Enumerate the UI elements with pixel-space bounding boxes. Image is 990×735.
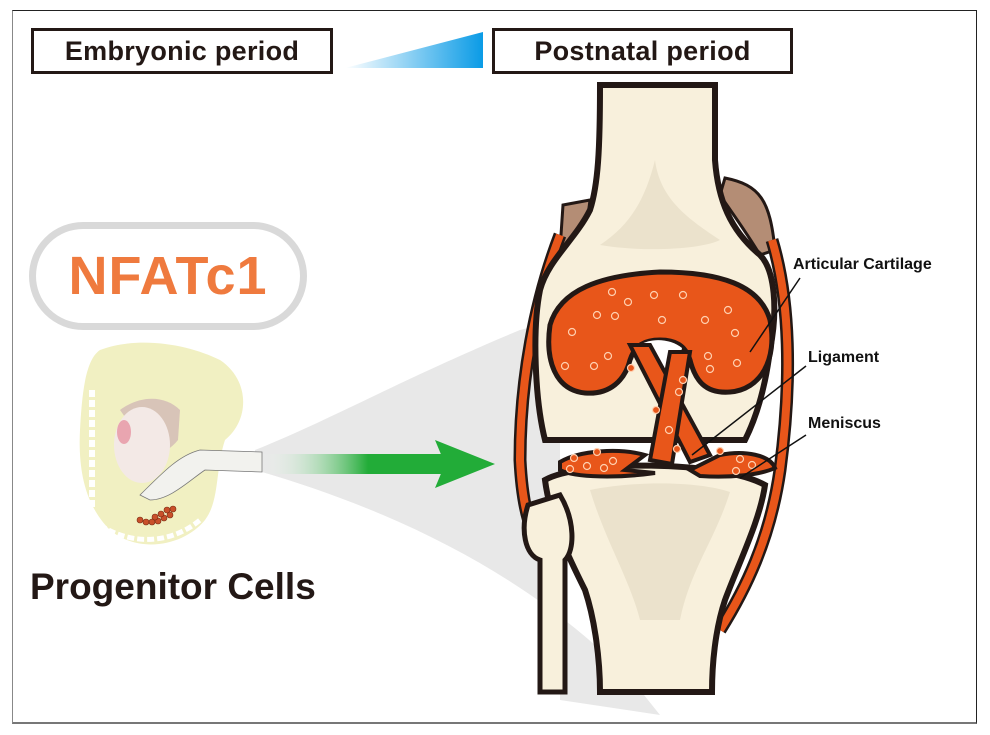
progenitor-cells-label: Progenitor Cells bbox=[30, 566, 316, 607]
embryonic-period-label: Embryonic period bbox=[64, 35, 300, 66]
articular-cartilage-label: Articular Cartilage bbox=[793, 256, 932, 273]
leader-line-cartilage bbox=[749, 277, 801, 353]
ligament-label: Ligament bbox=[808, 349, 880, 366]
postnatal-period-box: Postnatal period bbox=[492, 28, 793, 74]
arrow-icon bbox=[260, 440, 495, 488]
leader-line-ligament bbox=[691, 365, 807, 456]
knee-joint bbox=[513, 82, 807, 695]
embryo-icon bbox=[79, 342, 263, 545]
postnatal-period-label: Postnatal period bbox=[534, 35, 751, 66]
nfatc1-badge: NFATc1 bbox=[29, 222, 307, 330]
embryonic-period-box: Embryonic period bbox=[31, 28, 333, 74]
leader-line-meniscus bbox=[739, 434, 807, 479]
chondrocyte-dots bbox=[560, 287, 757, 476]
meniscus-label: Meniscus bbox=[808, 415, 881, 432]
timeline-gradient-wedge bbox=[345, 32, 483, 68]
nfatc1-label: NFATc1 bbox=[68, 246, 268, 306]
